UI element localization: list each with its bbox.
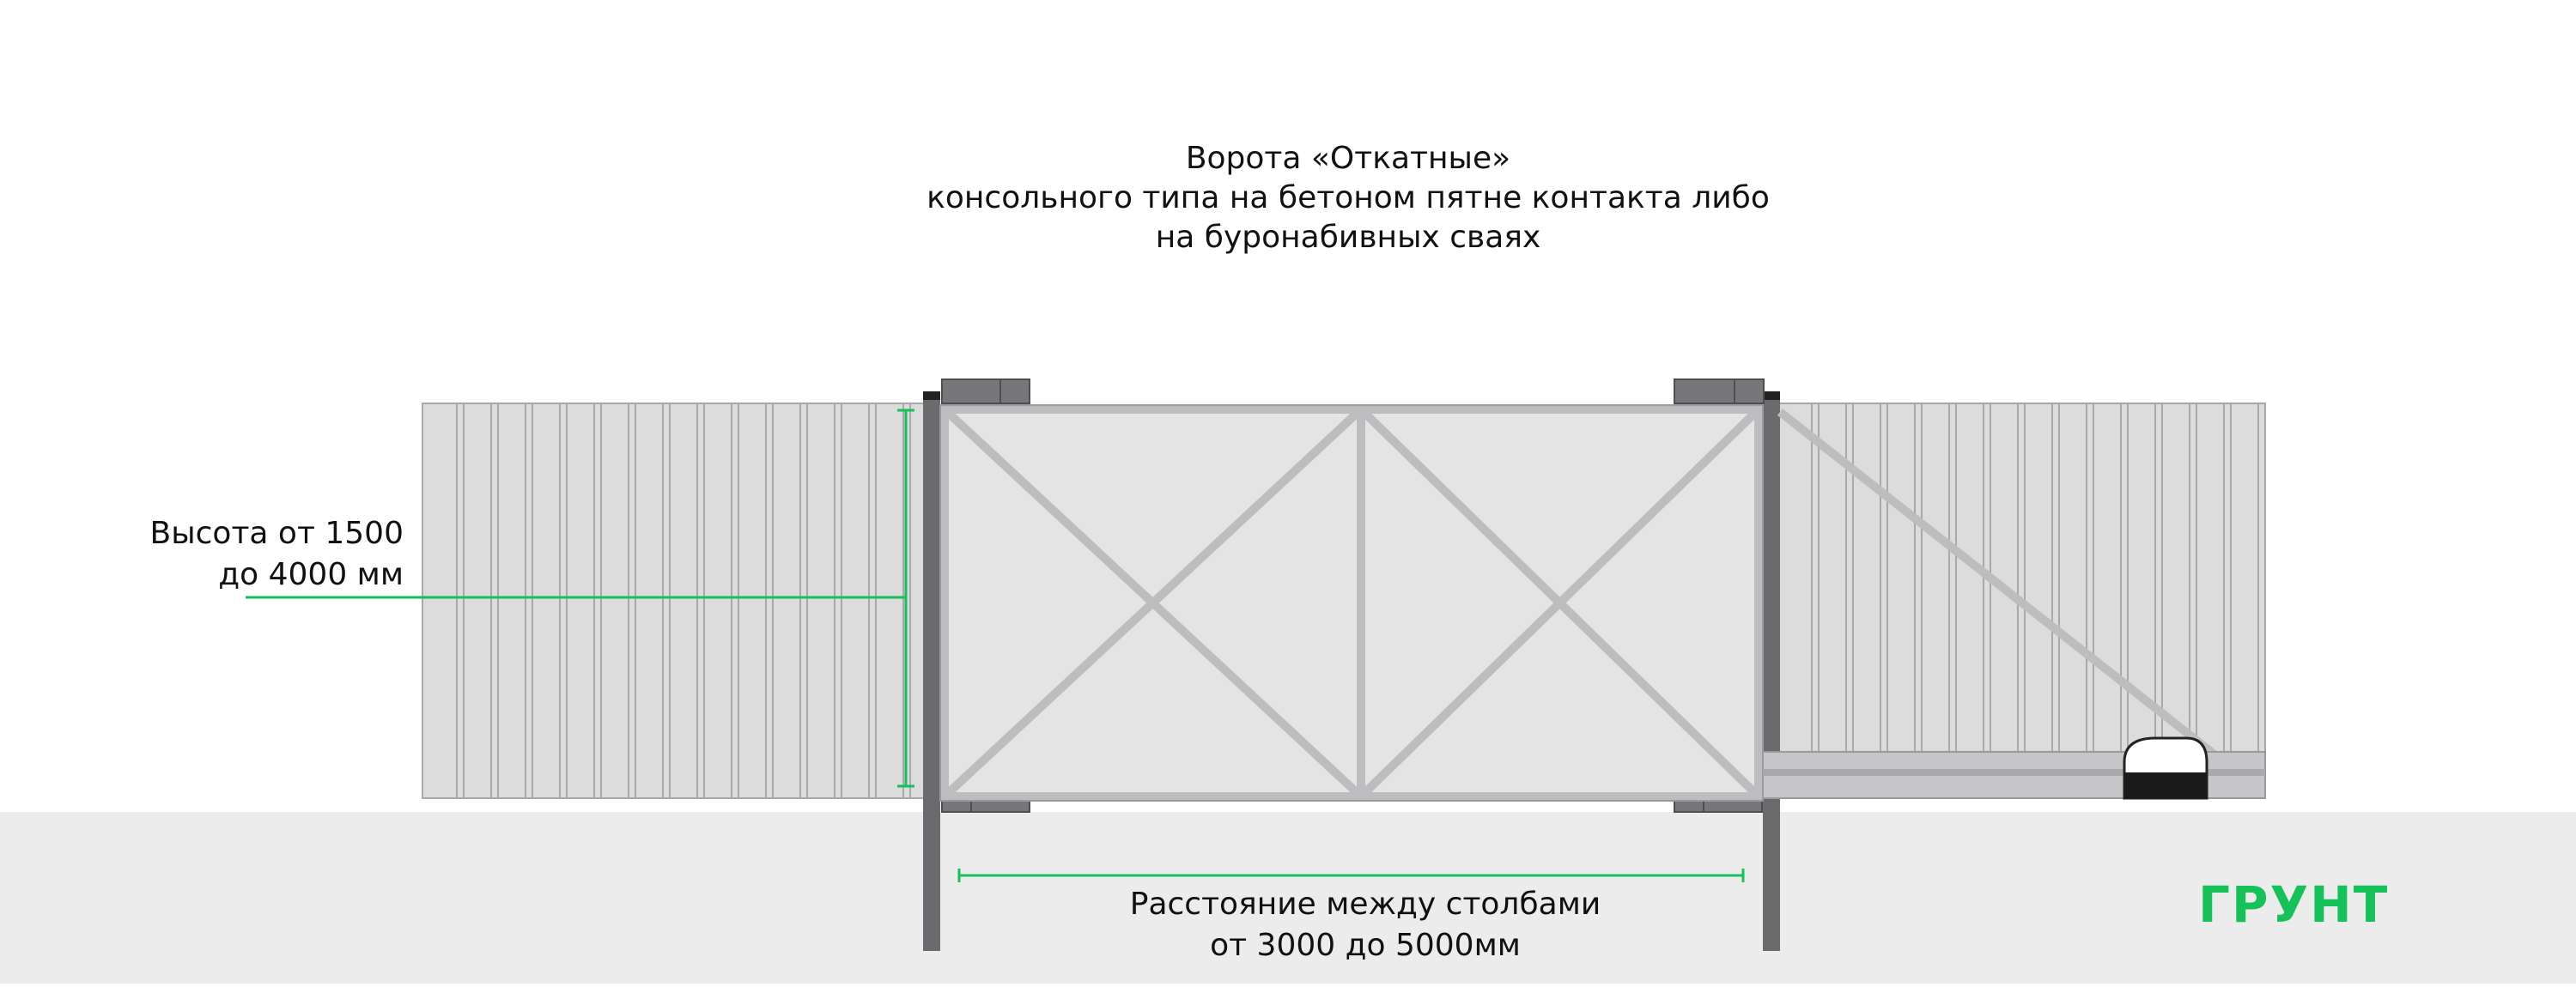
height-label-line-2: до 4000 мм (218, 557, 404, 592)
left-fence (422, 403, 925, 799)
height-label: Высота от 1500 до 4000 мм (129, 513, 404, 596)
left-post (923, 391, 940, 951)
title-line-1: Ворота «Откатные» (1185, 141, 1511, 176)
ground-label: ГРУНТ (2198, 875, 2390, 934)
ground-area (0, 812, 2576, 984)
top-roller-left (941, 378, 1030, 404)
diagram-title: Ворота «Откатные» консольного типа на бе… (859, 139, 1838, 257)
height-dimension (246, 409, 914, 788)
distance-label-line-1: Расстояние между столбами (1129, 887, 1601, 922)
top-roller-right (1674, 378, 1765, 404)
right-post (1763, 391, 1780, 951)
end-catcher (2123, 736, 2208, 800)
distance-label-line-2: от 3000 до 5000мм (1210, 928, 1521, 963)
distance-dimension (957, 869, 1745, 882)
title-line-2: консольного типа на бетоном пятне контак… (927, 180, 1770, 215)
gate-frame (940, 405, 1763, 801)
title-line-3: на буронабивных сваях (1155, 220, 1541, 255)
height-label-line-1: Высота от 1500 (149, 516, 404, 551)
distance-label: Расстояние между столбами от 3000 до 500… (1065, 884, 1666, 966)
gate-frame-outline (939, 404, 1764, 802)
